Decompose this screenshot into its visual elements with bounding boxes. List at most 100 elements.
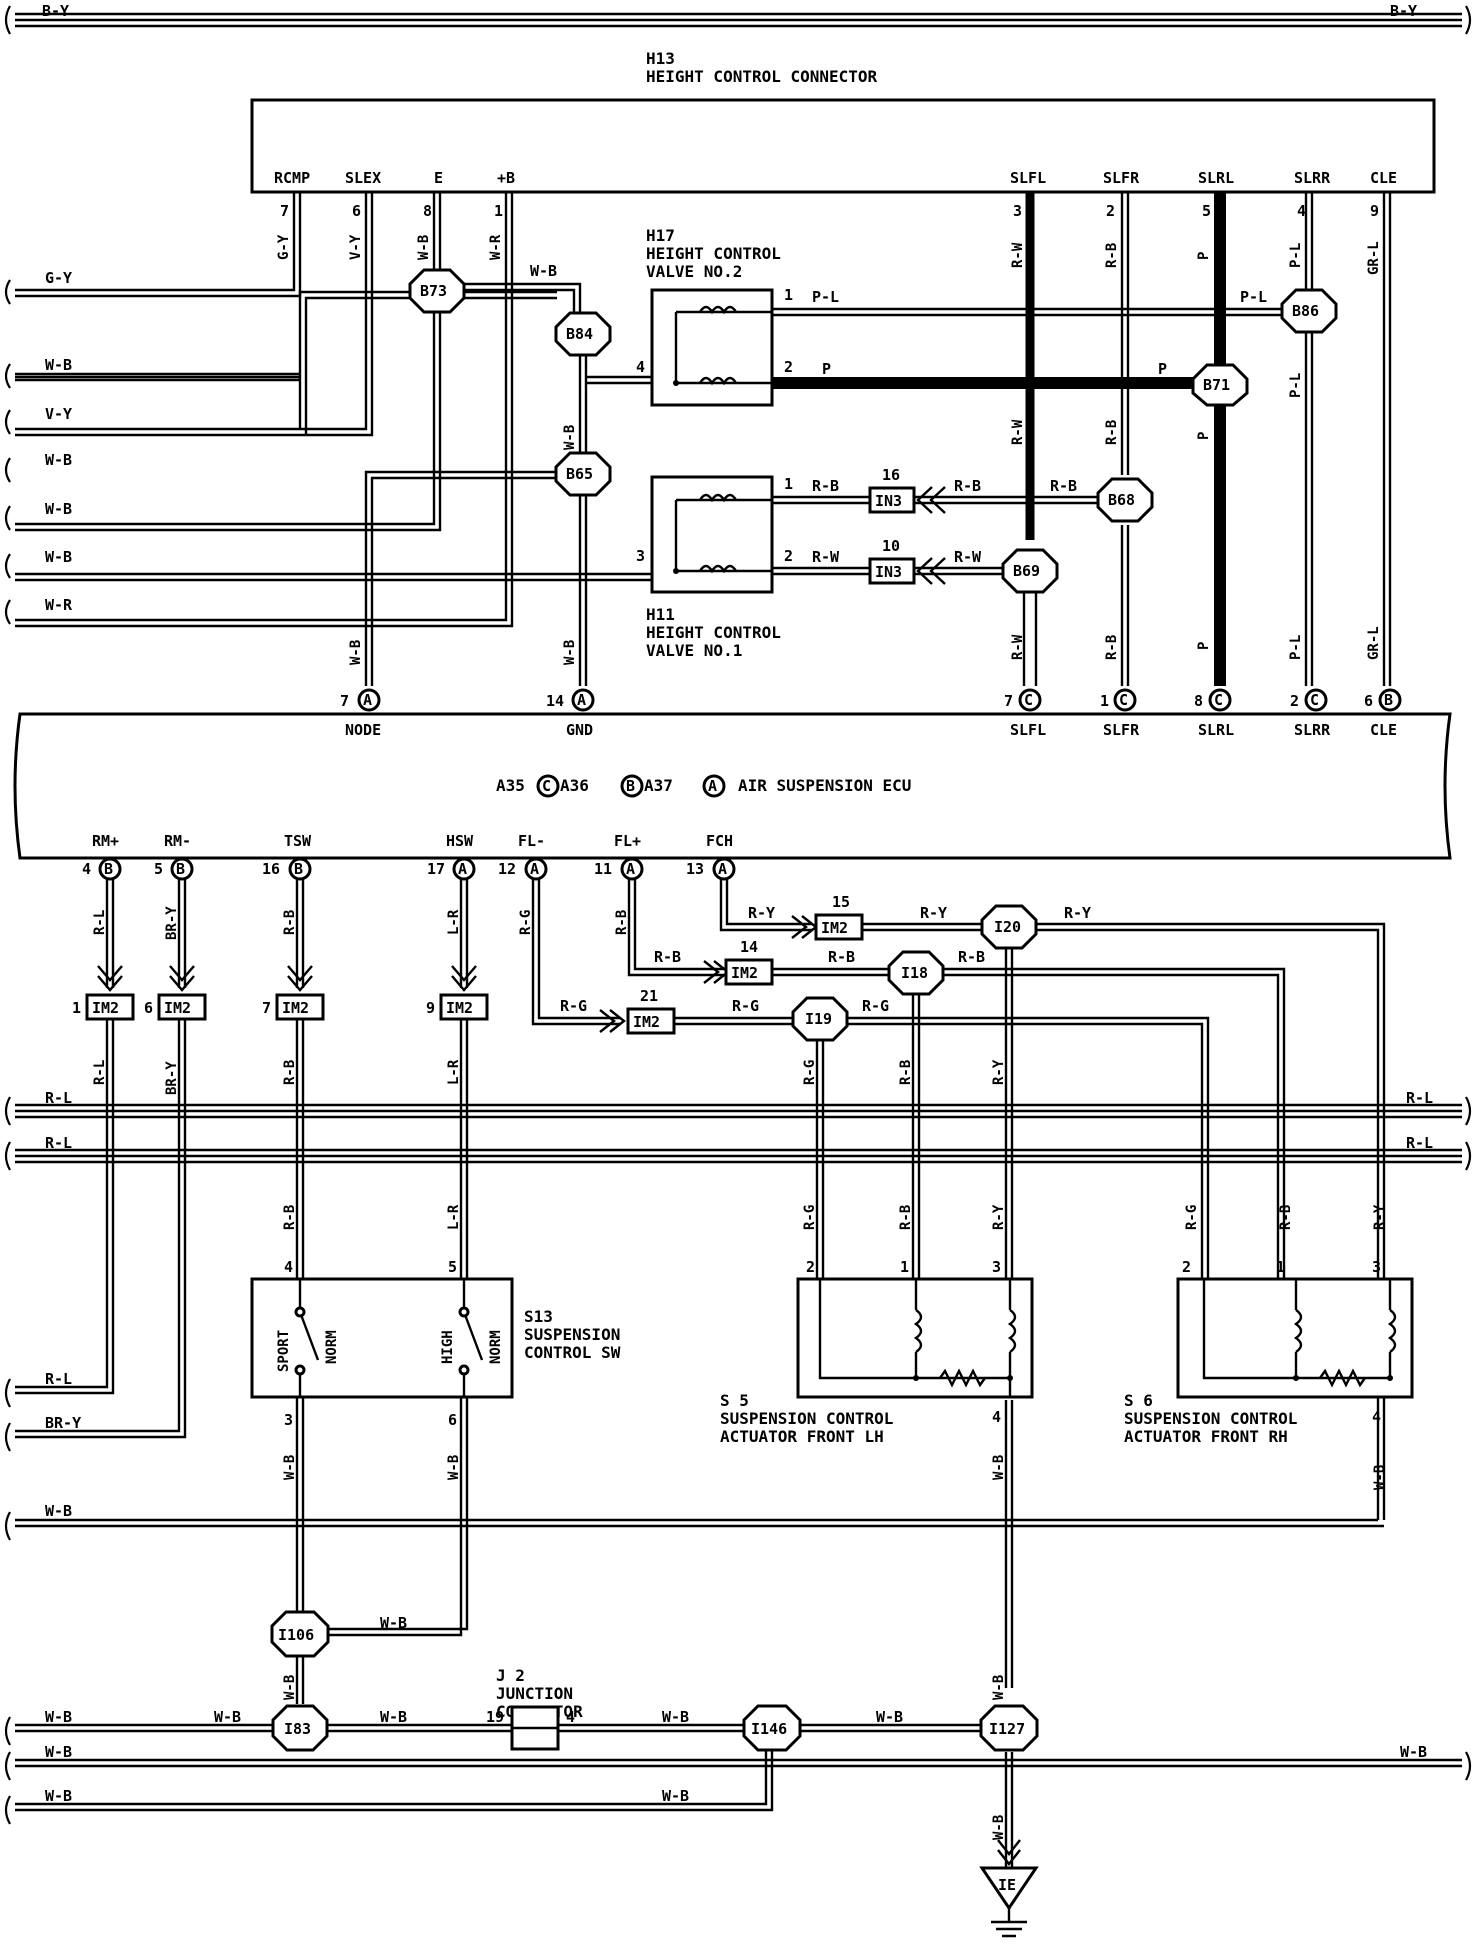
top-vertical-labels: G-Y V-Y W-B W-R R-W R-B P P-L GR-L W-B W…: [276, 234, 1382, 665]
arrow-right-icon: [791, 915, 818, 939]
svg-text:IM2: IM2: [282, 999, 309, 1017]
h17-box: [650, 288, 774, 407]
ecu-pin-flminus: FL-: [518, 832, 545, 850]
in3-connectors: IN3 16 IN3 10: [868, 466, 916, 585]
h13-num-2: 2: [1106, 202, 1115, 220]
h13-id: H13: [646, 49, 675, 68]
svg-text:W-B: W-B: [214, 1708, 241, 1726]
svg-text:12: 12: [498, 860, 516, 878]
s6-line1: SUSPENSION CONTROL: [1124, 1409, 1297, 1428]
svg-text:5: 5: [448, 1258, 457, 1276]
h11-pin-2: 2: [784, 547, 793, 565]
s5-actuator: 2 1 3 4 S 5 SUSPENSION CONTROL ACTUATOR …: [720, 1258, 1034, 1446]
svg-text:IM2: IM2: [731, 964, 758, 982]
top-splices: B73 B84 B65 B86 B71 B68 B69: [408, 268, 1338, 594]
ecu-pin-circle: [357, 688, 381, 712]
s6-id: S 6: [1124, 1391, 1153, 1410]
svg-text:8: 8: [1194, 692, 1203, 710]
ecu-pin-tsw: TSW: [284, 832, 312, 850]
svg-text:R-B: R-B: [614, 910, 630, 935]
splice-b69: [1001, 548, 1059, 594]
vlabel-vy: V-Y: [348, 234, 364, 260]
svg-text:W-B: W-B: [45, 1502, 72, 1520]
svg-text:IM2: IM2: [92, 999, 119, 1017]
vlabel-gy: G-Y: [276, 234, 292, 260]
vlabel-rw: R-W: [1010, 242, 1026, 268]
svg-text:L-R: L-R: [446, 1059, 462, 1085]
svg-text:W-B: W-B: [1372, 1465, 1388, 1490]
svg-text:R-L: R-L: [1406, 1089, 1433, 1107]
svg-text:A35: A35: [496, 776, 525, 795]
arrow-left-icon: [916, 557, 946, 585]
svg-text:W-B: W-B: [662, 1708, 689, 1726]
svg-text:19: 19: [486, 1708, 504, 1726]
splice-b65-label: B65: [566, 465, 593, 483]
h11-valve: 1 2 3 H11 HEIGHT CONTROL VALVE NO.1: [636, 475, 793, 660]
s13-line1: SUSPENSION: [524, 1325, 620, 1344]
h13-pin-slfr: SLFR: [1103, 169, 1140, 187]
svg-text:R-G: R-G: [862, 997, 889, 1015]
svg-text:R-B: R-B: [282, 1060, 298, 1085]
ecu-pin-slfl: SLFL: [1010, 721, 1046, 739]
arrow-down-icon: [451, 965, 477, 992]
svg-text:4: 4: [82, 860, 91, 878]
s5-id: S 5: [720, 1391, 749, 1410]
svg-text:R-Y: R-Y: [1064, 904, 1091, 922]
svg-text:2: 2: [1182, 1258, 1191, 1276]
s13-norm-1: NORM: [324, 1330, 340, 1364]
arrow-left-icon: [916, 486, 946, 514]
svg-text:W-B: W-B: [45, 1787, 72, 1805]
h17-pin-1: 1: [784, 286, 793, 304]
splice-i18: [887, 950, 945, 996]
top-bus-label-right: B-Y: [1390, 2, 1417, 20]
h13-pin-slfl: SLFL: [1010, 169, 1046, 187]
svg-text:W-B: W-B: [662, 1787, 689, 1805]
h13-num-5: 5: [1202, 202, 1211, 220]
h17-pin-2: 2: [784, 358, 793, 376]
vlabel-pl: P-L: [1288, 243, 1304, 268]
svg-text:C: C: [542, 777, 551, 795]
vlabel-rb-2: R-B: [1104, 420, 1120, 445]
svg-text:IM2: IM2: [821, 919, 848, 937]
in3-code-2: IN3: [875, 563, 902, 581]
vlabel-rb-3: R-B: [1104, 635, 1120, 660]
svg-text:3: 3: [992, 1258, 1001, 1276]
in3-box-1: [868, 486, 916, 514]
splice-i127: [979, 1704, 1039, 1752]
svg-text:17: 17: [427, 860, 445, 878]
svg-text:4: 4: [284, 1258, 293, 1276]
svg-text:6: 6: [1364, 692, 1373, 710]
splice-b69-label: B69: [1013, 562, 1040, 580]
left-wire-wb-2: W-B: [45, 451, 72, 469]
svg-text:B: B: [104, 860, 113, 878]
ecu-pin-circle: [1304, 688, 1328, 712]
h13-connector: H13 HEIGHT CONTROL CONNECTOR RCMP SLEX E…: [250, 49, 1436, 220]
svg-text:11: 11: [594, 860, 612, 878]
svg-text:IM2: IM2: [446, 999, 473, 1017]
svg-text:14: 14: [546, 692, 564, 710]
h11-box: [650, 475, 774, 594]
svg-text:R-B: R-B: [828, 948, 855, 966]
svg-text:IM2: IM2: [633, 1013, 660, 1031]
svg-text:W-B: W-B: [1400, 1743, 1427, 1761]
svg-text:C: C: [1119, 691, 1128, 709]
svg-text:C: C: [1214, 691, 1223, 709]
svg-text:B: B: [176, 860, 185, 878]
h13-pin-slex: SLEX: [345, 169, 381, 187]
label-p-h17: P: [822, 360, 831, 378]
vlabel-p: P: [1196, 252, 1212, 260]
vlabel-pl-3: P-L: [1288, 635, 1304, 660]
svg-text:W-B: W-B: [282, 1455, 298, 1480]
s6-line2: ACTUATOR FRONT RH: [1124, 1427, 1288, 1446]
h17-pin-4: 4: [636, 358, 645, 376]
svg-text:A: A: [718, 860, 727, 878]
ground-icon: [979, 1866, 1039, 1911]
svg-text:W-B: W-B: [282, 1675, 298, 1700]
im2-connectors: IM2 1 IM2 6 IM2 7 IM2 9 IM2 15 IM2 14 IM…: [72, 893, 864, 1035]
vlabel-grl: GR-L: [1366, 241, 1382, 275]
svg-text:W-B: W-B: [446, 1455, 462, 1480]
svg-text:7: 7: [340, 692, 349, 710]
ecu-pin-rmminus: RM-: [164, 832, 191, 850]
ecu-pin-circle: [1113, 688, 1137, 712]
